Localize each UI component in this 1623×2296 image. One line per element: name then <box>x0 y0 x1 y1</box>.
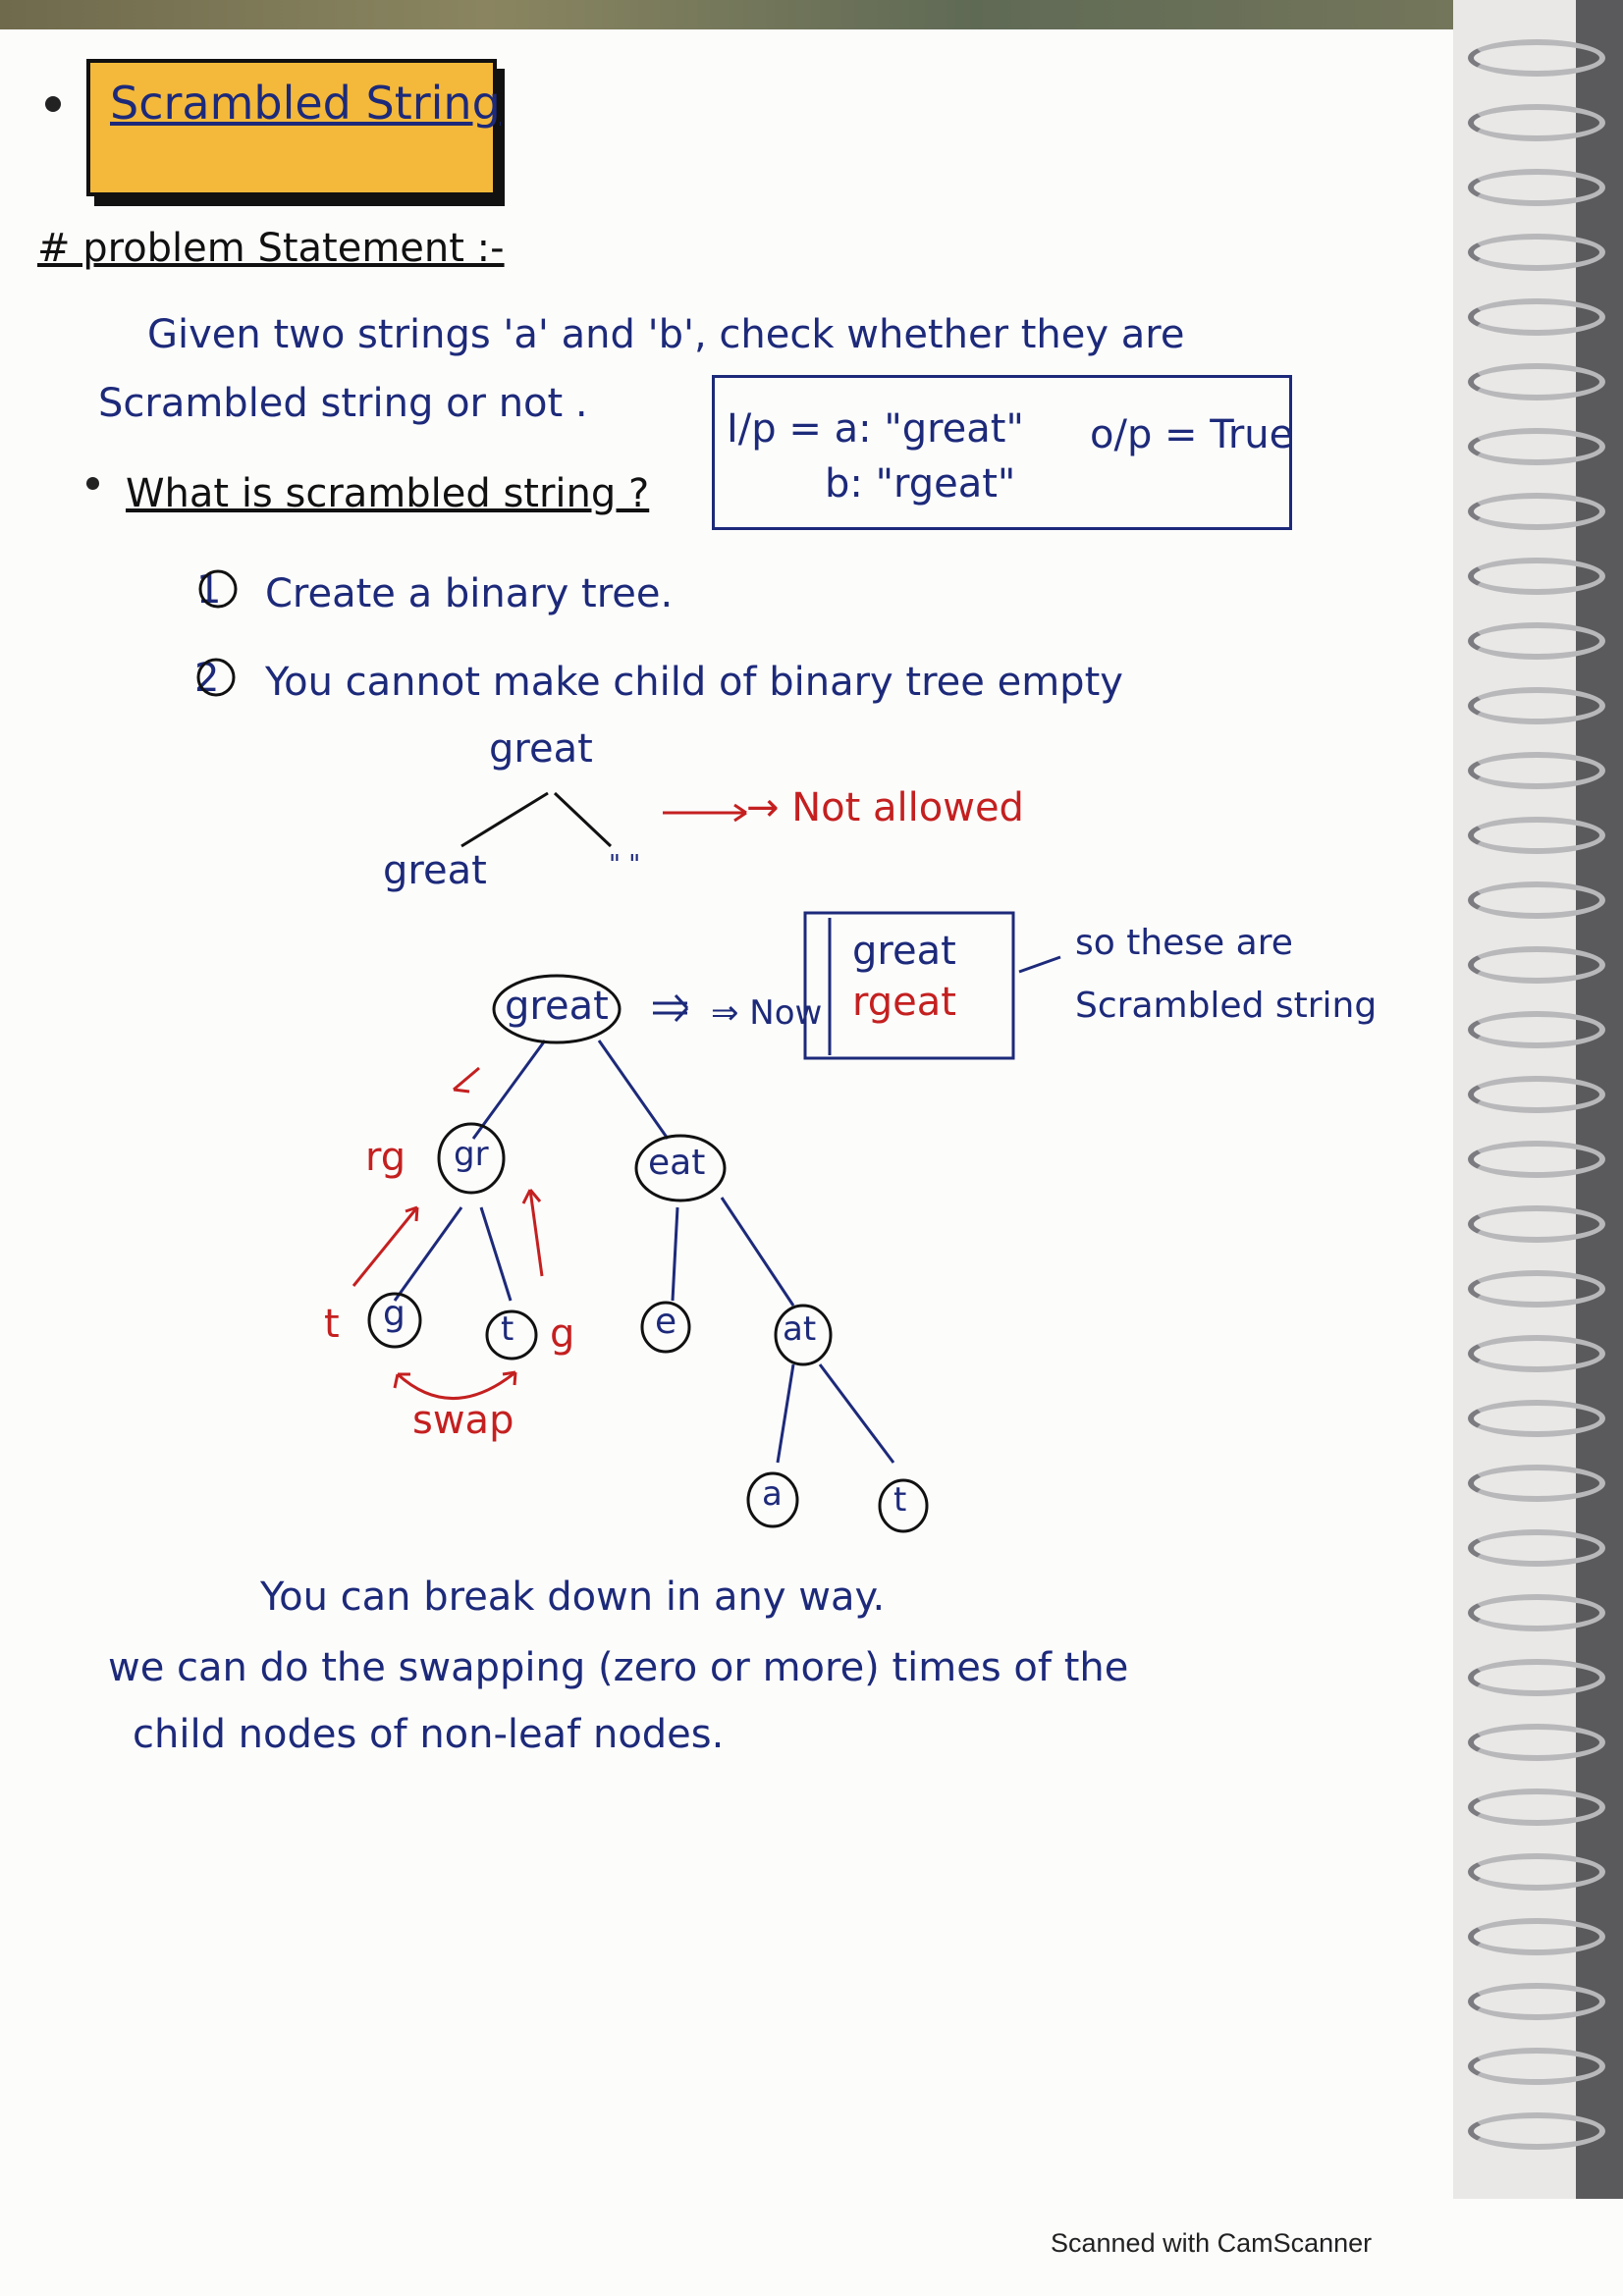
conclusion-line-2: Scrambled string <box>1075 986 1378 1026</box>
binding-coil <box>1468 1724 1605 1761</box>
background-edge <box>0 0 1623 29</box>
tree-lr-label: t <box>501 1309 514 1349</box>
closing-line-2: we can do the swapping (zero or more) ti… <box>108 1645 1129 1690</box>
question-text: What is scrambled string ? <box>126 471 650 516</box>
binding-coil <box>1468 1335 1605 1372</box>
binding-coil <box>1468 1529 1605 1567</box>
example-output: o/p = True <box>1090 412 1294 457</box>
binding-coil <box>1468 363 1605 400</box>
binding-coil <box>1468 1205 1605 1243</box>
example-input-a: I/p = a: "great" <box>727 406 1024 452</box>
not-allowed-note: → Not allowed <box>746 785 1024 830</box>
binding-coil <box>1468 1270 1605 1308</box>
rule-2-text: You cannot make child of binary tree emp… <box>265 660 1123 705</box>
binding-coil <box>1468 687 1605 724</box>
binding-coil <box>1468 752 1605 789</box>
swap-label: swap <box>412 1398 514 1443</box>
question-bullet <box>86 477 99 490</box>
binding-coil <box>1468 493 1605 530</box>
tree-rr-label: at <box>783 1309 817 1349</box>
binding-coil <box>1468 1659 1605 1696</box>
closing-line-1: You can break down in any way. <box>260 1575 886 1620</box>
binding-coil <box>1468 1983 1605 2020</box>
binding-coil <box>1468 1918 1605 1955</box>
page-title: Scrambled String <box>110 77 501 130</box>
binding-coil <box>1468 1465 1605 1502</box>
binding-coil <box>1468 1594 1605 1631</box>
binding-coil <box>1468 2048 1605 2085</box>
invalid-left-label: great <box>383 848 487 893</box>
binding-coil <box>1468 1076 1605 1113</box>
lr-swap-annotation: g <box>550 1311 575 1357</box>
tree-rrr-label: t <box>893 1480 907 1520</box>
binding-coil <box>1468 1789 1605 1826</box>
tree-rrl-label: a <box>762 1474 783 1514</box>
binding-coil <box>1468 1141 1605 1178</box>
now-label: ⇒ Now <box>711 993 823 1033</box>
binding-coil <box>1468 104 1605 141</box>
binding-coil <box>1468 1011 1605 1048</box>
binding-coil <box>1468 817 1605 854</box>
invalid-right-label: " " <box>609 850 641 880</box>
now-box-bottom: rgeat <box>852 980 956 1025</box>
statement-line-2: Scrambled string or not . <box>98 381 588 426</box>
binding-coil <box>1468 1400 1605 1437</box>
binding-coil <box>1468 234 1605 271</box>
tree-left-label: gr <box>454 1135 489 1174</box>
binding-coil <box>1468 558 1605 595</box>
binding-coil <box>1468 428 1605 465</box>
rule-1-text: Create a binary tree. <box>265 571 674 616</box>
example-input-b: b: "rgeat" <box>825 461 1016 507</box>
example-box <box>712 375 1292 530</box>
binding-coil <box>1468 169 1605 206</box>
title-bullet <box>45 96 61 112</box>
left-swap-annotation: rg <box>365 1135 406 1180</box>
tree-ll-label: g <box>383 1294 406 1334</box>
tree-root-label: great <box>505 984 609 1029</box>
statement-line-1: Given two strings 'a' and 'b', check whe… <box>147 312 1185 357</box>
closing-line-3: child nodes of non-leaf nodes. <box>133 1712 725 1757</box>
binding-coil <box>1468 2112 1605 2150</box>
invalid-root-label: great <box>489 726 593 772</box>
binding-coil <box>1468 946 1605 984</box>
scanner-watermark: Scanned with CamScanner <box>1051 2228 1373 2258</box>
title-highlight <box>86 59 497 196</box>
tree-right-label: eat <box>648 1143 706 1183</box>
binding-coil <box>1468 622 1605 660</box>
binding-coil <box>1468 1853 1605 1891</box>
conclusion-line-1: so these are <box>1075 923 1293 963</box>
binding-coil <box>1468 39 1605 77</box>
binding-coil <box>1468 881 1605 919</box>
now-box-top: great <box>852 929 956 974</box>
ll-swap-annotation: t <box>324 1302 340 1347</box>
binding-coil <box>1468 298 1605 336</box>
tree-rl-label: e <box>655 1302 677 1342</box>
problem-heading: # problem Statement :- <box>37 226 505 271</box>
